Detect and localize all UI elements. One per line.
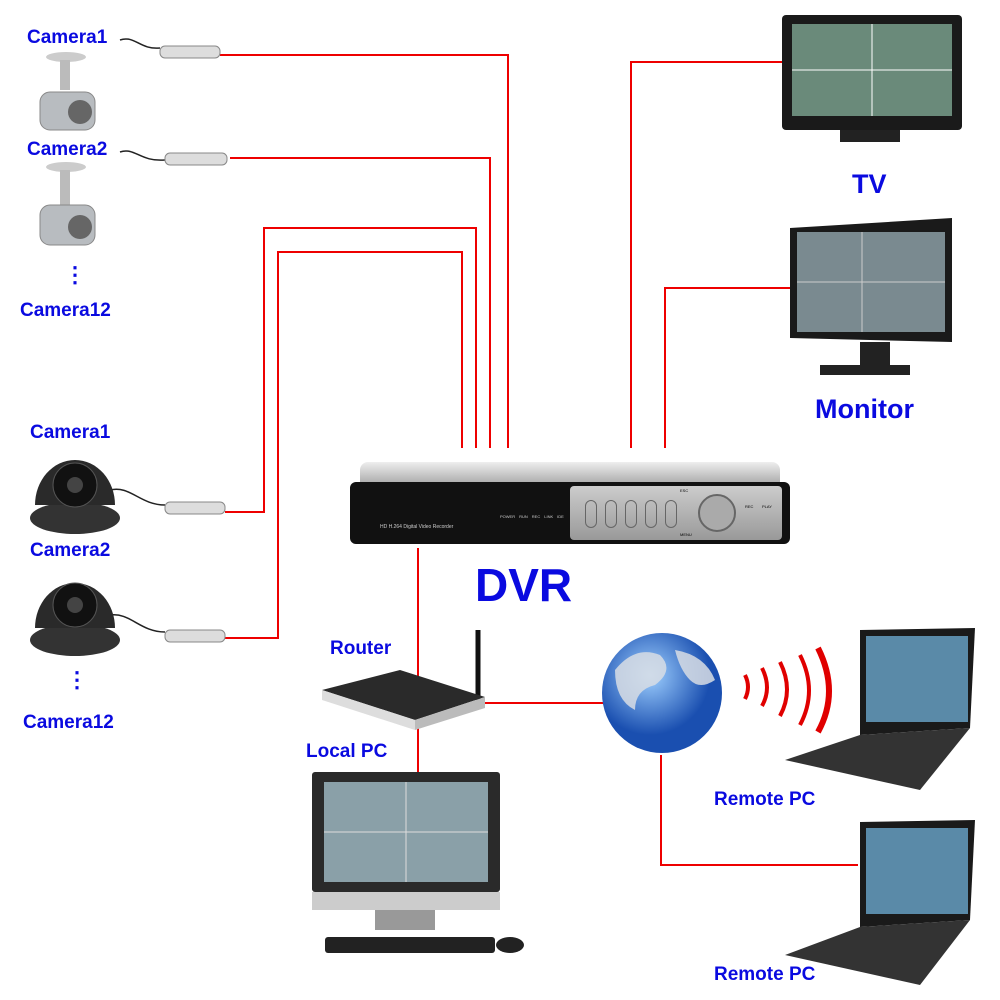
remote-pc-1-label: Remote PC [714,789,816,810]
router-label: Router [330,638,392,659]
wire-dome-camera1 [225,227,477,513]
remote-laptop-2-icon [785,820,975,985]
dome-camera-2-icon [30,582,120,656]
indicator-power: POWER [500,514,516,519]
dvr-brand-text: HD H.264 Digital Video Recorder [380,524,454,530]
dvr-esc-button: ESC [680,488,689,493]
dome-camera-1-icon [30,460,120,534]
monitor-icon [790,218,952,375]
indicator-run: RUN [519,514,528,519]
indicator-rec: REC [531,514,541,519]
wire-bullet-camera1 [220,54,509,448]
bullet-camera-1-icon [39,52,96,131]
dvr-menu-button: MENU [680,532,692,537]
dome-camera12-label: Camera12 [23,712,114,733]
bullet-camera2-label: Camera2 [27,139,108,160]
tv-icon [782,15,962,142]
remote-laptop-1-icon [785,628,975,790]
dvr-device: HD H.264 Digital Video Recorder POWER RU… [350,462,790,546]
internet-globe-icon [602,633,722,753]
local-pc-icon [312,772,524,953]
bullet-camera-ellipsis: ⋮ [64,262,86,287]
tv-label: TV [852,169,887,199]
local-pc-label: Local PC [306,741,388,762]
dome-camera2-label: Camera2 [30,540,111,561]
wire-monitor [664,287,790,448]
bullet-camera-2-icon [39,162,96,246]
bullet-camera12-label: Camera12 [20,300,111,321]
dome-camera-ellipsis: ⋮ [66,667,88,692]
wire-internet-remotepc [660,755,858,866]
wire-tv [630,61,782,448]
router-icon [322,630,485,730]
monitor-label: Monitor [815,394,914,424]
indicator-link: LINK [544,514,554,519]
camera-cables [109,38,228,643]
remote-pc-2-label: Remote PC [714,964,816,985]
dvr-indicators: POWER RUN REC LINK IDE [500,514,564,519]
dvr-rec-button: REC [745,504,754,509]
bullet-camera1-label: Camera1 [27,27,108,48]
wire-dome-camera2 [225,251,463,639]
indicator-ide: IDE [557,514,564,519]
wire-bullet-camera2 [230,157,491,448]
dome-camera1-label: Camera1 [30,422,111,443]
wireless-signal-icon [743,646,832,734]
dvr-play-button: PLAY [762,504,772,509]
dvr-label: DVR [475,559,573,611]
